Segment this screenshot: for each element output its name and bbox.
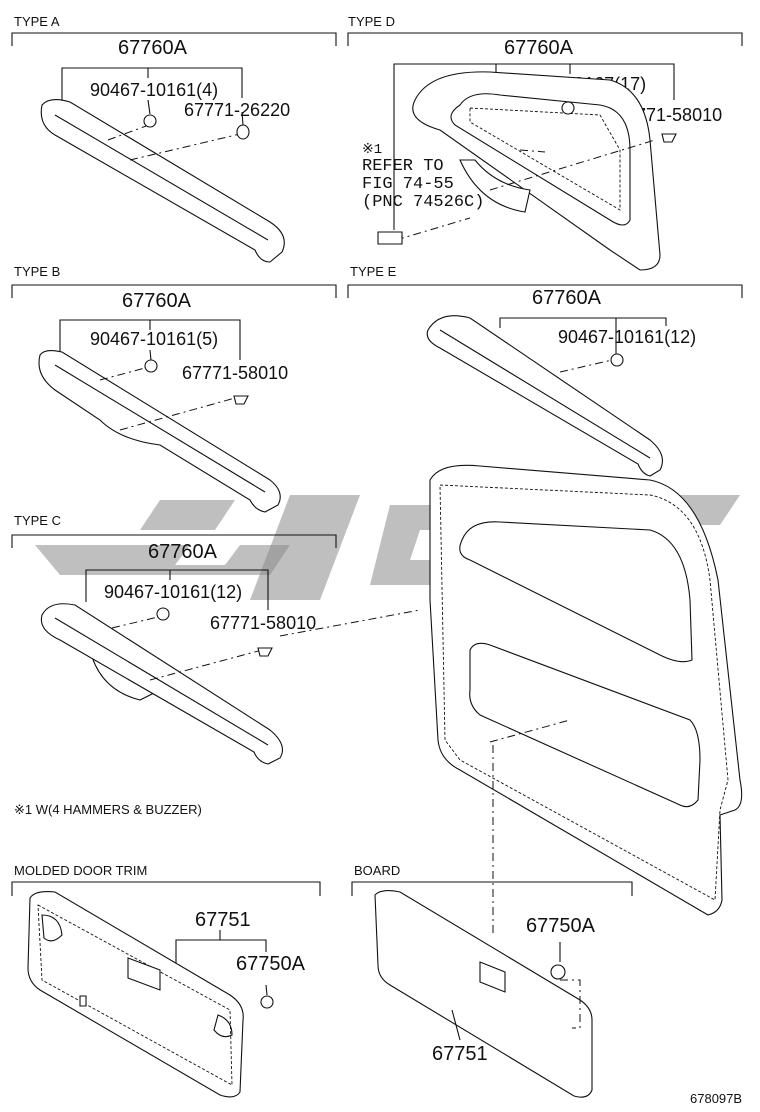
type-b-clip-part-number: 90467-10161(5) bbox=[90, 329, 218, 349]
type-e-group: TYPE E 67760A 90467-10161(12) bbox=[347, 264, 743, 477]
type-d-ref-line-2: FIG 74-55 bbox=[362, 175, 454, 194]
type-a-fastener-icon bbox=[236, 124, 250, 140]
footnote-text: ※1 W(4 HAMMERS & BUZZER) bbox=[14, 802, 202, 817]
molded-main-part-number: 67751 bbox=[195, 909, 251, 931]
molded-left-handle bbox=[41, 914, 63, 942]
board-panel bbox=[374, 889, 593, 1098]
section-title-type-a: TYPE A bbox=[14, 14, 60, 29]
section-title-type-d: TYPE D bbox=[348, 14, 395, 29]
board-group: BOARD 67750A 67751 bbox=[351, 863, 633, 1098]
type-c-group: TYPE C 67760A 90467-10161(12) 67771-5801… bbox=[11, 513, 421, 765]
type-a-garnish-edge bbox=[54, 114, 269, 241]
type-a-garnish-part bbox=[40, 99, 285, 263]
back-door-group bbox=[429, 464, 743, 935]
type-a-leader-lines bbox=[61, 67, 243, 100]
type-c-dash-lines bbox=[111, 609, 421, 681]
type-a-dash-lines bbox=[107, 125, 241, 161]
board-leader-line bbox=[451, 1009, 461, 1041]
type-a-frame bbox=[11, 32, 337, 46]
type-e-clip-part-number: 90467-10161(12) bbox=[558, 327, 696, 347]
type-e-leader-lines bbox=[499, 317, 667, 358]
type-c-main-part-number: 67760A bbox=[148, 541, 218, 563]
type-a-clip-part-number: 90467-10161(4) bbox=[90, 80, 218, 100]
type-b-group: TYPE B 67760A 90467-10161(5) 67771-58010 bbox=[11, 264, 337, 513]
board-clip-icon bbox=[550, 964, 566, 980]
type-c-clip-part-number: 90467-10161(12) bbox=[104, 582, 242, 602]
molded-frame bbox=[11, 881, 321, 896]
board-clip-part-number: 67750A bbox=[526, 915, 596, 937]
section-title-type-e: TYPE E bbox=[350, 264, 397, 279]
type-d-buzzer-plate bbox=[377, 231, 403, 245]
type-a-main-part-number: 67760A bbox=[118, 37, 188, 59]
type-b-fastener-part-number: 67771-58010 bbox=[182, 363, 288, 383]
type-a-clip-icon bbox=[143, 114, 157, 128]
board-main-part-number: 67751 bbox=[432, 1043, 488, 1065]
board-frame bbox=[351, 881, 633, 896]
type-e-frame bbox=[347, 284, 743, 298]
type-d-main-part-number: 67760A bbox=[504, 37, 574, 59]
type-c-fastener-part-number: 67771-58010 bbox=[210, 613, 316, 633]
section-title-board: BOARD bbox=[354, 863, 400, 878]
board-dash-lines bbox=[560, 979, 581, 1029]
type-d-window-opening bbox=[450, 93, 631, 226]
type-e-clip-icon bbox=[610, 353, 624, 367]
type-c-leader-lines bbox=[85, 569, 269, 610]
type-e-garnish-part bbox=[426, 315, 663, 477]
type-b-main-part-number: 67760A bbox=[122, 290, 192, 312]
type-d-ref-line-1: REFER TO bbox=[362, 157, 444, 176]
molded-hook bbox=[79, 995, 87, 1007]
board-access-cover bbox=[479, 961, 506, 993]
section-title-molded-door-trim: MOLDED DOOR TRIM bbox=[14, 863, 147, 878]
type-b-clip-icon bbox=[144, 359, 158, 373]
type-d-frame bbox=[347, 32, 743, 46]
type-c-fastener-icon bbox=[257, 647, 273, 657]
molded-center-latch bbox=[127, 957, 161, 991]
type-c-garnish-part bbox=[40, 603, 283, 765]
type-b-garnish-part bbox=[38, 349, 281, 513]
type-a-group: TYPE A 67760A 90467-10161(4) 67771-26220 bbox=[11, 14, 337, 263]
type-b-fastener-icon bbox=[233, 395, 249, 405]
type-d-fastener-icon bbox=[661, 133, 677, 143]
molded-trim-panel bbox=[27, 891, 244, 1098]
type-d-leader-lines bbox=[393, 63, 675, 230]
figure-id: 678097B bbox=[690, 1091, 742, 1106]
type-e-main-part-number: 67760A bbox=[532, 287, 602, 309]
type-e-dash-line bbox=[559, 359, 613, 373]
back-door-trim-recess bbox=[469, 642, 701, 808]
section-title-type-b: TYPE B bbox=[14, 264, 60, 279]
back-door-dash-lines bbox=[489, 719, 571, 935]
type-c-frame bbox=[11, 534, 337, 548]
molded-door-trim-group: MOLDED DOOR TRIM 67751 67750A bbox=[11, 863, 321, 1098]
type-d-garnish-part bbox=[412, 71, 661, 271]
section-title-type-c: TYPE C bbox=[14, 513, 61, 528]
molded-right-handle bbox=[213, 1014, 233, 1038]
type-a-fastener-part-number: 67771-26220 bbox=[184, 100, 290, 120]
molded-leader-lines bbox=[175, 930, 267, 965]
type-d-ref-line-3: (PNC 74526C) bbox=[362, 193, 484, 212]
type-d-ref-mark: ※1 bbox=[362, 142, 382, 158]
molded-clip-icon bbox=[260, 995, 274, 1009]
type-b-frame bbox=[11, 284, 337, 298]
back-door-panel bbox=[429, 464, 743, 916]
type-d-bracket-part bbox=[459, 159, 531, 213]
type-c-clip-icon bbox=[156, 607, 170, 621]
back-door-glass-opening bbox=[459, 521, 693, 663]
molded-clip-part-number: 67750A bbox=[236, 953, 306, 975]
type-d-clip-icon bbox=[561, 101, 575, 115]
type-b-leader-lines bbox=[59, 319, 241, 360]
type-d-group: TYPE D 67760A 90467-10167(17) 67771-5801… bbox=[347, 14, 743, 271]
type-b-dash-lines bbox=[99, 367, 236, 431]
back-door-inner-outline bbox=[439, 484, 729, 901]
type-d-dash-lines bbox=[395, 139, 656, 241]
